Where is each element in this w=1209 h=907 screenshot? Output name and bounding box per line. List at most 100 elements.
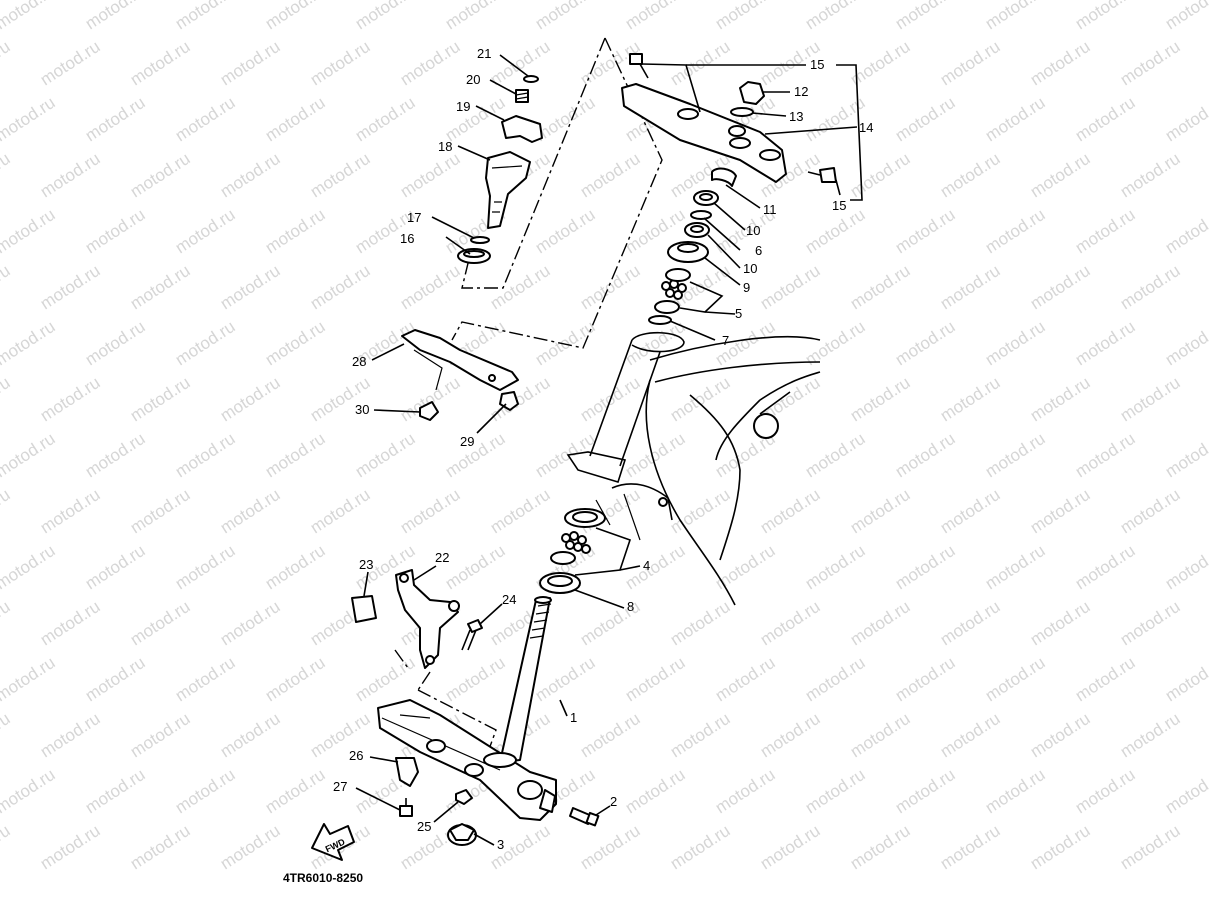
watermark-text: motod.ru [622, 429, 689, 481]
part-19-upper-holder [501, 115, 543, 143]
part-30-nut [419, 401, 439, 421]
watermark-text: motod.ru [802, 653, 869, 705]
watermark-text: motod.ru [1072, 317, 1139, 369]
watermark-text: motod.ru [172, 429, 239, 481]
watermark-text: motod.ru [982, 765, 1049, 817]
part-2-bolt [569, 807, 600, 827]
watermark-text: motod.ru [937, 821, 1004, 873]
watermark-text: motod.ru [217, 597, 284, 649]
watermark-text: motod.ru [82, 541, 149, 593]
watermark-text: motod.ru [0, 653, 58, 705]
watermark-text: motod.ru [217, 709, 284, 761]
watermark-text: motod.ru [802, 0, 869, 33]
watermark-text: motod.ru [217, 485, 284, 537]
watermark-text: motod.ru [442, 653, 509, 705]
callout-10-upper: 10 [746, 223, 760, 238]
watermark-text: motod.ru [1072, 0, 1139, 33]
watermark-text: motod.ru [1072, 205, 1139, 257]
watermark-text: motod.ru [532, 653, 599, 705]
watermark-text: motod.ru [127, 597, 194, 649]
watermark-text: motod.ru [262, 653, 329, 705]
watermark-text: motod.ru [487, 485, 554, 537]
part-9-bearing-cover [667, 241, 709, 263]
watermark-text: motod.ru [0, 709, 13, 761]
watermark-text: motod.ru [892, 429, 959, 481]
watermark-text: motod.ru [532, 317, 599, 369]
part-13-washer [730, 107, 754, 117]
part-16-washer [457, 248, 491, 264]
watermark-text: motod.ru [1162, 205, 1209, 257]
watermark-text: motod.ru [1027, 597, 1094, 649]
watermark-text: motod.ru [937, 709, 1004, 761]
part-3-cap [447, 823, 477, 846]
watermark-text: motod.ru [937, 373, 1004, 425]
watermark-text: motod.ru [37, 709, 104, 761]
watermark-text: motod.ru [1027, 149, 1094, 201]
diagram-code: 4TR6010-8250 [283, 871, 363, 885]
watermark-text: motod.ru [892, 765, 959, 817]
watermark-text: motod.ru [847, 485, 914, 537]
watermark-text: motod.ru [262, 0, 329, 33]
watermark-text: motod.ru [937, 149, 1004, 201]
part-6-rubber-washer [690, 210, 712, 220]
watermark-text: motod.ru [442, 541, 509, 593]
callout-30: 30 [355, 402, 369, 417]
leader-lines [355, 54, 863, 846]
watermark-text: motod.ru [442, 429, 509, 481]
watermark-text: motod.ru [172, 93, 239, 145]
watermark-text: motod.ru [127, 485, 194, 537]
watermark-text: motod.ru [0, 597, 13, 649]
watermark-text: motod.ru [172, 765, 239, 817]
watermark-text: motod.ru [1117, 261, 1184, 313]
watermark-text: motod.ru [262, 93, 329, 145]
watermark-text: motod.ru [622, 765, 689, 817]
callout-3: 3 [497, 837, 504, 852]
watermark-text: motod.ru [397, 485, 464, 537]
watermark-text: motod.ru [262, 317, 329, 369]
watermark-text: motod.ru [352, 0, 419, 33]
callout-1: 1 [570, 710, 577, 725]
watermark-text: motod.ru [847, 149, 914, 201]
watermark-text: motod.ru [1162, 429, 1209, 481]
watermark-text: motod.ru [1027, 261, 1094, 313]
watermark-text: motod.ru [712, 765, 779, 817]
watermark-text: motod.ru [802, 765, 869, 817]
part-22-bracket [395, 569, 460, 669]
watermark-text: motod.ru [82, 205, 149, 257]
watermark-text: motod.ru [982, 93, 1049, 145]
watermark-text: motod.ru [307, 485, 374, 537]
watermark-text: motod.ru [0, 261, 13, 313]
watermark-text: motod.ru [172, 205, 239, 257]
watermark-text: motod.ru [802, 429, 869, 481]
callout-8: 8 [627, 599, 634, 614]
watermark-text: motod.ru [1117, 597, 1184, 649]
watermark-text: motod.ru [217, 149, 284, 201]
watermark-text: motod.ru [0, 541, 58, 593]
watermark-text: motod.ru [262, 541, 329, 593]
callout-25: 25 [417, 819, 431, 834]
part-8-dust-seal [539, 572, 581, 594]
part-25-nut [455, 789, 473, 805]
watermark-text: motod.ru [0, 485, 13, 537]
watermark-text: motod.ru [1027, 709, 1094, 761]
watermark-text: motod.ru [937, 261, 1004, 313]
watermark-text: motod.ru [0, 821, 13, 873]
watermark-text: motod.ru [37, 37, 104, 89]
watermark-text: motod.ru [892, 205, 959, 257]
watermark-text: motod.ru [82, 765, 149, 817]
watermark-text: motod.ru [577, 821, 644, 873]
watermark-text: motod.ru [1027, 821, 1094, 873]
watermark-text: motod.ru [1162, 317, 1209, 369]
watermark-text: motod.ru [307, 37, 374, 89]
watermark-text: motod.ru [577, 261, 644, 313]
watermark-text: motod.ru [0, 765, 58, 817]
watermark-text: motod.ru [262, 205, 329, 257]
part-15-bolt-top [629, 53, 649, 79]
watermark-text: motod.ru [0, 317, 58, 369]
watermark-text: motod.ru [0, 373, 13, 425]
callout-20: 20 [466, 72, 480, 87]
watermark-text: motod.ru [262, 429, 329, 481]
callout-15-top: 15 [810, 57, 824, 72]
watermark-text: motod.ru [892, 541, 959, 593]
part-1-steering-stem [499, 596, 552, 763]
